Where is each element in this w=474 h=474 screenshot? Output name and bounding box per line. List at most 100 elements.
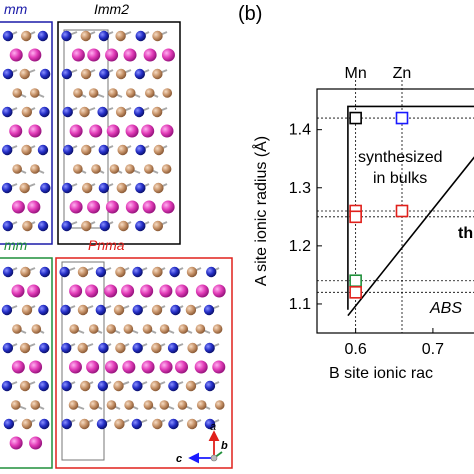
x-site-atom bbox=[98, 342, 109, 354]
x-site-atom bbox=[61, 380, 72, 392]
b-site-atom bbox=[113, 304, 125, 316]
b-site-atom bbox=[151, 304, 163, 316]
b-site-atom bbox=[124, 400, 134, 410]
annotation-in-bulks: in bulks bbox=[373, 170, 427, 187]
x-site-atom bbox=[131, 418, 143, 430]
x-site-atom bbox=[61, 220, 72, 232]
b-site-atom bbox=[195, 324, 206, 334]
axis-b-label: b bbox=[221, 440, 228, 452]
x-site-atom bbox=[61, 342, 72, 354]
x-site-atom bbox=[37, 220, 49, 232]
b-site-atom bbox=[214, 400, 225, 410]
b-site-atom bbox=[115, 266, 126, 278]
b-site-atom bbox=[118, 220, 129, 232]
x-site-atom bbox=[132, 304, 143, 316]
b-site-atom bbox=[151, 342, 162, 354]
x-site-atom bbox=[132, 342, 143, 354]
b-site-atom bbox=[186, 418, 198, 430]
x-site-atom bbox=[98, 144, 109, 156]
a-site-atom bbox=[140, 284, 154, 298]
annotation-abs: ABS bbox=[429, 300, 462, 317]
a-site-atom bbox=[71, 48, 85, 62]
a-site-atom bbox=[9, 124, 23, 138]
a-site-atom bbox=[27, 284, 41, 298]
a-site-atom bbox=[175, 360, 189, 374]
panel-frame bbox=[0, 257, 53, 469]
b-site-atom bbox=[30, 164, 40, 174]
y-tick-label: 1.1 bbox=[289, 296, 311, 313]
a-site-atom bbox=[141, 360, 155, 374]
b-site-atom bbox=[12, 88, 23, 98]
x-site-atom bbox=[135, 220, 146, 232]
b-site-atom bbox=[81, 182, 93, 194]
data-point-marker bbox=[349, 286, 362, 299]
b-site-atom bbox=[19, 380, 31, 392]
x-site-atom bbox=[135, 144, 146, 156]
x-site-atom bbox=[95, 266, 107, 278]
b-site-atom bbox=[142, 324, 153, 334]
b-site-atom bbox=[196, 400, 207, 410]
a-site-atom bbox=[29, 436, 43, 450]
b-site-atom bbox=[73, 88, 83, 98]
x-site-atom bbox=[204, 418, 216, 430]
x-site-atom bbox=[97, 106, 108, 118]
structure-label: Imm2 bbox=[94, 1, 129, 17]
b-site-atom bbox=[162, 88, 173, 98]
x-site-atom bbox=[39, 266, 51, 278]
a-site-atom bbox=[9, 436, 23, 450]
x-site-atom bbox=[134, 68, 145, 80]
x-site-atom bbox=[97, 380, 109, 392]
b-site-atom bbox=[116, 182, 128, 194]
a-site-atom bbox=[195, 284, 209, 298]
a-site-atom bbox=[27, 200, 41, 214]
y-tick-label: 1.3 bbox=[289, 180, 311, 197]
a-site-atom bbox=[104, 360, 118, 374]
panel-frame bbox=[57, 21, 181, 245]
b-site-atom bbox=[88, 324, 99, 334]
b-site-atom bbox=[80, 30, 91, 42]
b-site-atom bbox=[77, 304, 89, 316]
panel-frame bbox=[55, 257, 233, 469]
b-site-atom bbox=[115, 342, 126, 354]
b-site-atom bbox=[150, 380, 161, 392]
b-site-atom bbox=[152, 68, 163, 80]
x-site-atom bbox=[133, 106, 145, 118]
a-site-atom bbox=[86, 360, 100, 374]
x-site-atom bbox=[167, 342, 179, 354]
b-site-atom bbox=[115, 68, 127, 80]
a-site-atom bbox=[159, 284, 173, 298]
x-site-atom bbox=[2, 144, 13, 156]
b-site-atom bbox=[10, 400, 21, 410]
b-site-atom bbox=[106, 324, 116, 334]
data-point-marker bbox=[349, 274, 362, 288]
x-site-atom bbox=[61, 418, 73, 430]
a-site-atom bbox=[212, 360, 226, 374]
b-site-atom bbox=[212, 324, 223, 334]
axis-triad: a b c bbox=[176, 421, 228, 465]
b-site-atom bbox=[69, 324, 79, 334]
b-site-atom bbox=[29, 88, 40, 98]
x-site-atom bbox=[135, 182, 146, 194]
x-site-atom bbox=[59, 266, 70, 278]
atom-cluster bbox=[61, 30, 175, 232]
structure-panel-bottom-left: mm bbox=[0, 237, 53, 469]
b-site-atom bbox=[152, 220, 164, 232]
b-site-atom bbox=[21, 106, 33, 118]
b-site-atom bbox=[177, 400, 188, 410]
atom-cluster bbox=[59, 266, 226, 430]
b-site-atom bbox=[152, 418, 163, 430]
b-site-atom bbox=[20, 266, 31, 278]
b-site-atom bbox=[114, 418, 125, 430]
x-site-atom bbox=[60, 304, 71, 316]
y-tick-label: 1.4 bbox=[289, 122, 311, 139]
b-site-atom bbox=[159, 400, 170, 410]
structure-label: Pnma bbox=[88, 237, 125, 253]
element-label: Zn bbox=[393, 65, 412, 82]
stability-line bbox=[347, 156, 474, 317]
x-site-atom bbox=[95, 304, 107, 316]
a-site-atom bbox=[125, 200, 139, 214]
b-site-atom bbox=[123, 324, 134, 334]
